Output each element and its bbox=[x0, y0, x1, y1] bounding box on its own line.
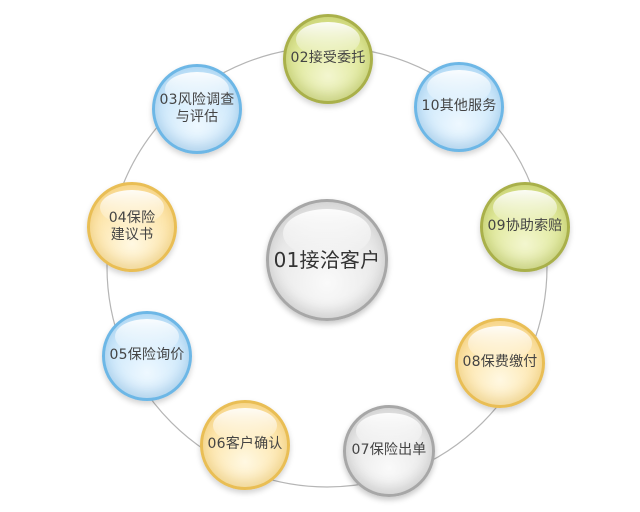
step-node-02: 02接受委托 bbox=[283, 14, 373, 104]
step-node-label: 04保险 建议书 bbox=[108, 209, 156, 244]
step-node-04: 04保险 建议书 bbox=[87, 182, 177, 272]
step-node-label: 07保险出单 bbox=[351, 442, 427, 459]
center-node-label: 01接洽客户 bbox=[273, 247, 381, 272]
step-node-label: 06客户确认 bbox=[207, 436, 283, 453]
step-node-label: 08保费缴付 bbox=[462, 354, 538, 371]
step-node-03: 03风险调查 与评估 bbox=[152, 64, 242, 154]
step-node-07: 07保险出单 bbox=[343, 405, 435, 497]
step-node-label: 05保险询价 bbox=[109, 347, 185, 364]
center-node-step-01: 01接洽客户 bbox=[266, 199, 388, 321]
step-node-label: 10其他服务 bbox=[421, 98, 497, 115]
step-node-label: 02接受委托 bbox=[290, 50, 366, 67]
step-node-label: 03风险调查 与评估 bbox=[159, 91, 235, 126]
step-node-08: 08保费缴付 bbox=[455, 318, 545, 408]
step-node-06: 06客户确认 bbox=[200, 400, 290, 490]
step-node-09: 09协助索赔 bbox=[480, 182, 570, 272]
step-node-10: 10其他服务 bbox=[414, 62, 504, 152]
step-node-05: 05保险询价 bbox=[102, 311, 192, 401]
step-node-label: 09协助索赔 bbox=[487, 218, 563, 235]
